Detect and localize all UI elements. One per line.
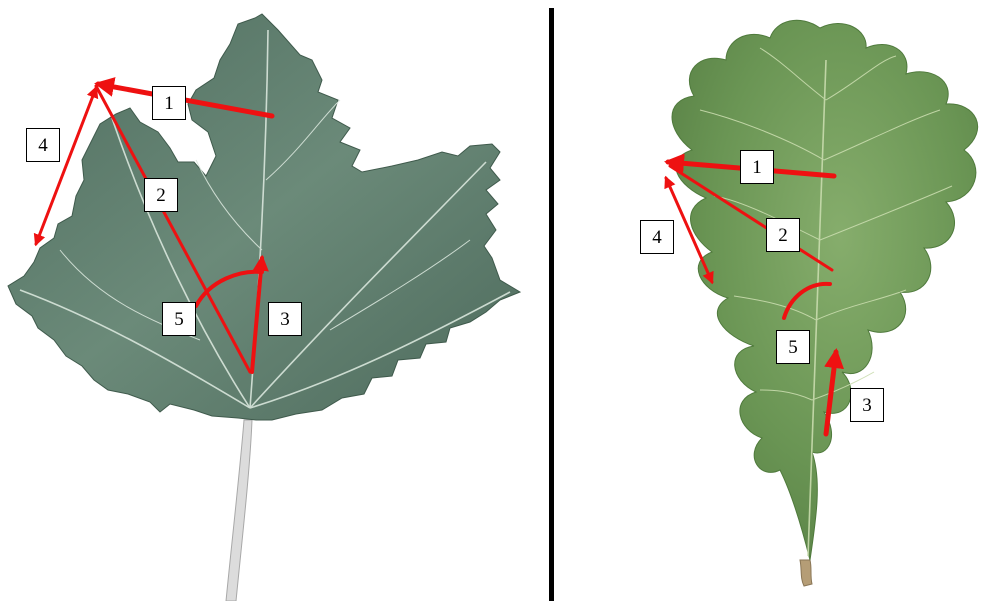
panel-divider [549, 8, 554, 601]
right-callout-2: 2 [766, 218, 800, 252]
left-callout-5: 5 [162, 302, 196, 336]
right-callout-1: 1 [740, 150, 774, 184]
left-leaf-stem [226, 420, 252, 601]
left-leaf-blade [8, 14, 520, 420]
right-callout-3: 3 [850, 388, 884, 422]
left-leaf-panel [8, 14, 520, 601]
right-leaf-panel [672, 20, 978, 586]
left-callout-1: 1 [152, 86, 186, 120]
left-callout-2: 2 [144, 178, 178, 212]
left-callout-4: 4 [26, 128, 60, 162]
left-callout-3: 3 [268, 302, 302, 336]
right-callout-5: 5 [776, 330, 810, 364]
right-leaf-stem [800, 560, 812, 586]
right-callout-4: 4 [640, 220, 674, 254]
